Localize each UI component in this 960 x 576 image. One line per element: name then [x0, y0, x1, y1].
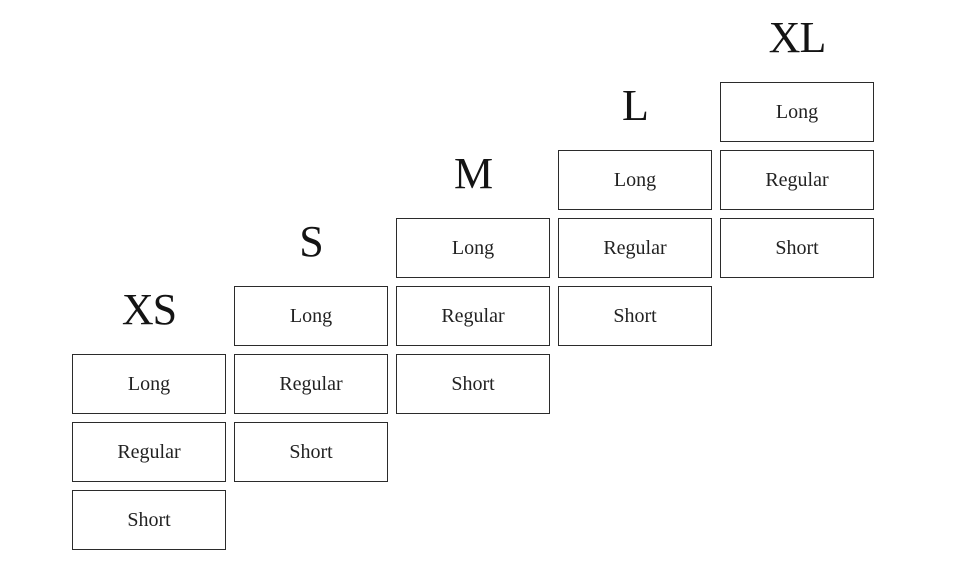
fit-box-long: Long [72, 354, 226, 414]
fit-box-short: Short [396, 354, 550, 414]
fit-box-regular: Regular [72, 422, 226, 482]
fit-box-short: Short [234, 422, 388, 482]
fit-box-short: Short [558, 286, 712, 346]
fit-box-regular: Regular [396, 286, 550, 346]
fit-box-long: Long [234, 286, 388, 346]
fit-box-long: Long [720, 82, 874, 142]
fit-box-regular: Regular [558, 218, 712, 278]
size-label: XL [768, 13, 827, 62]
size-label: XS [121, 285, 177, 334]
size-label: L [622, 81, 649, 130]
fit-box-regular: Regular [720, 150, 874, 210]
fit-box-short: Short [720, 218, 874, 278]
fit-box-regular: Regular [234, 354, 388, 414]
fit-box-short: Short [72, 490, 226, 550]
size-label: M [453, 149, 493, 198]
fit-box-long: Long [558, 150, 712, 210]
fit-box-long: Long [396, 218, 550, 278]
size-label: S [299, 217, 323, 266]
